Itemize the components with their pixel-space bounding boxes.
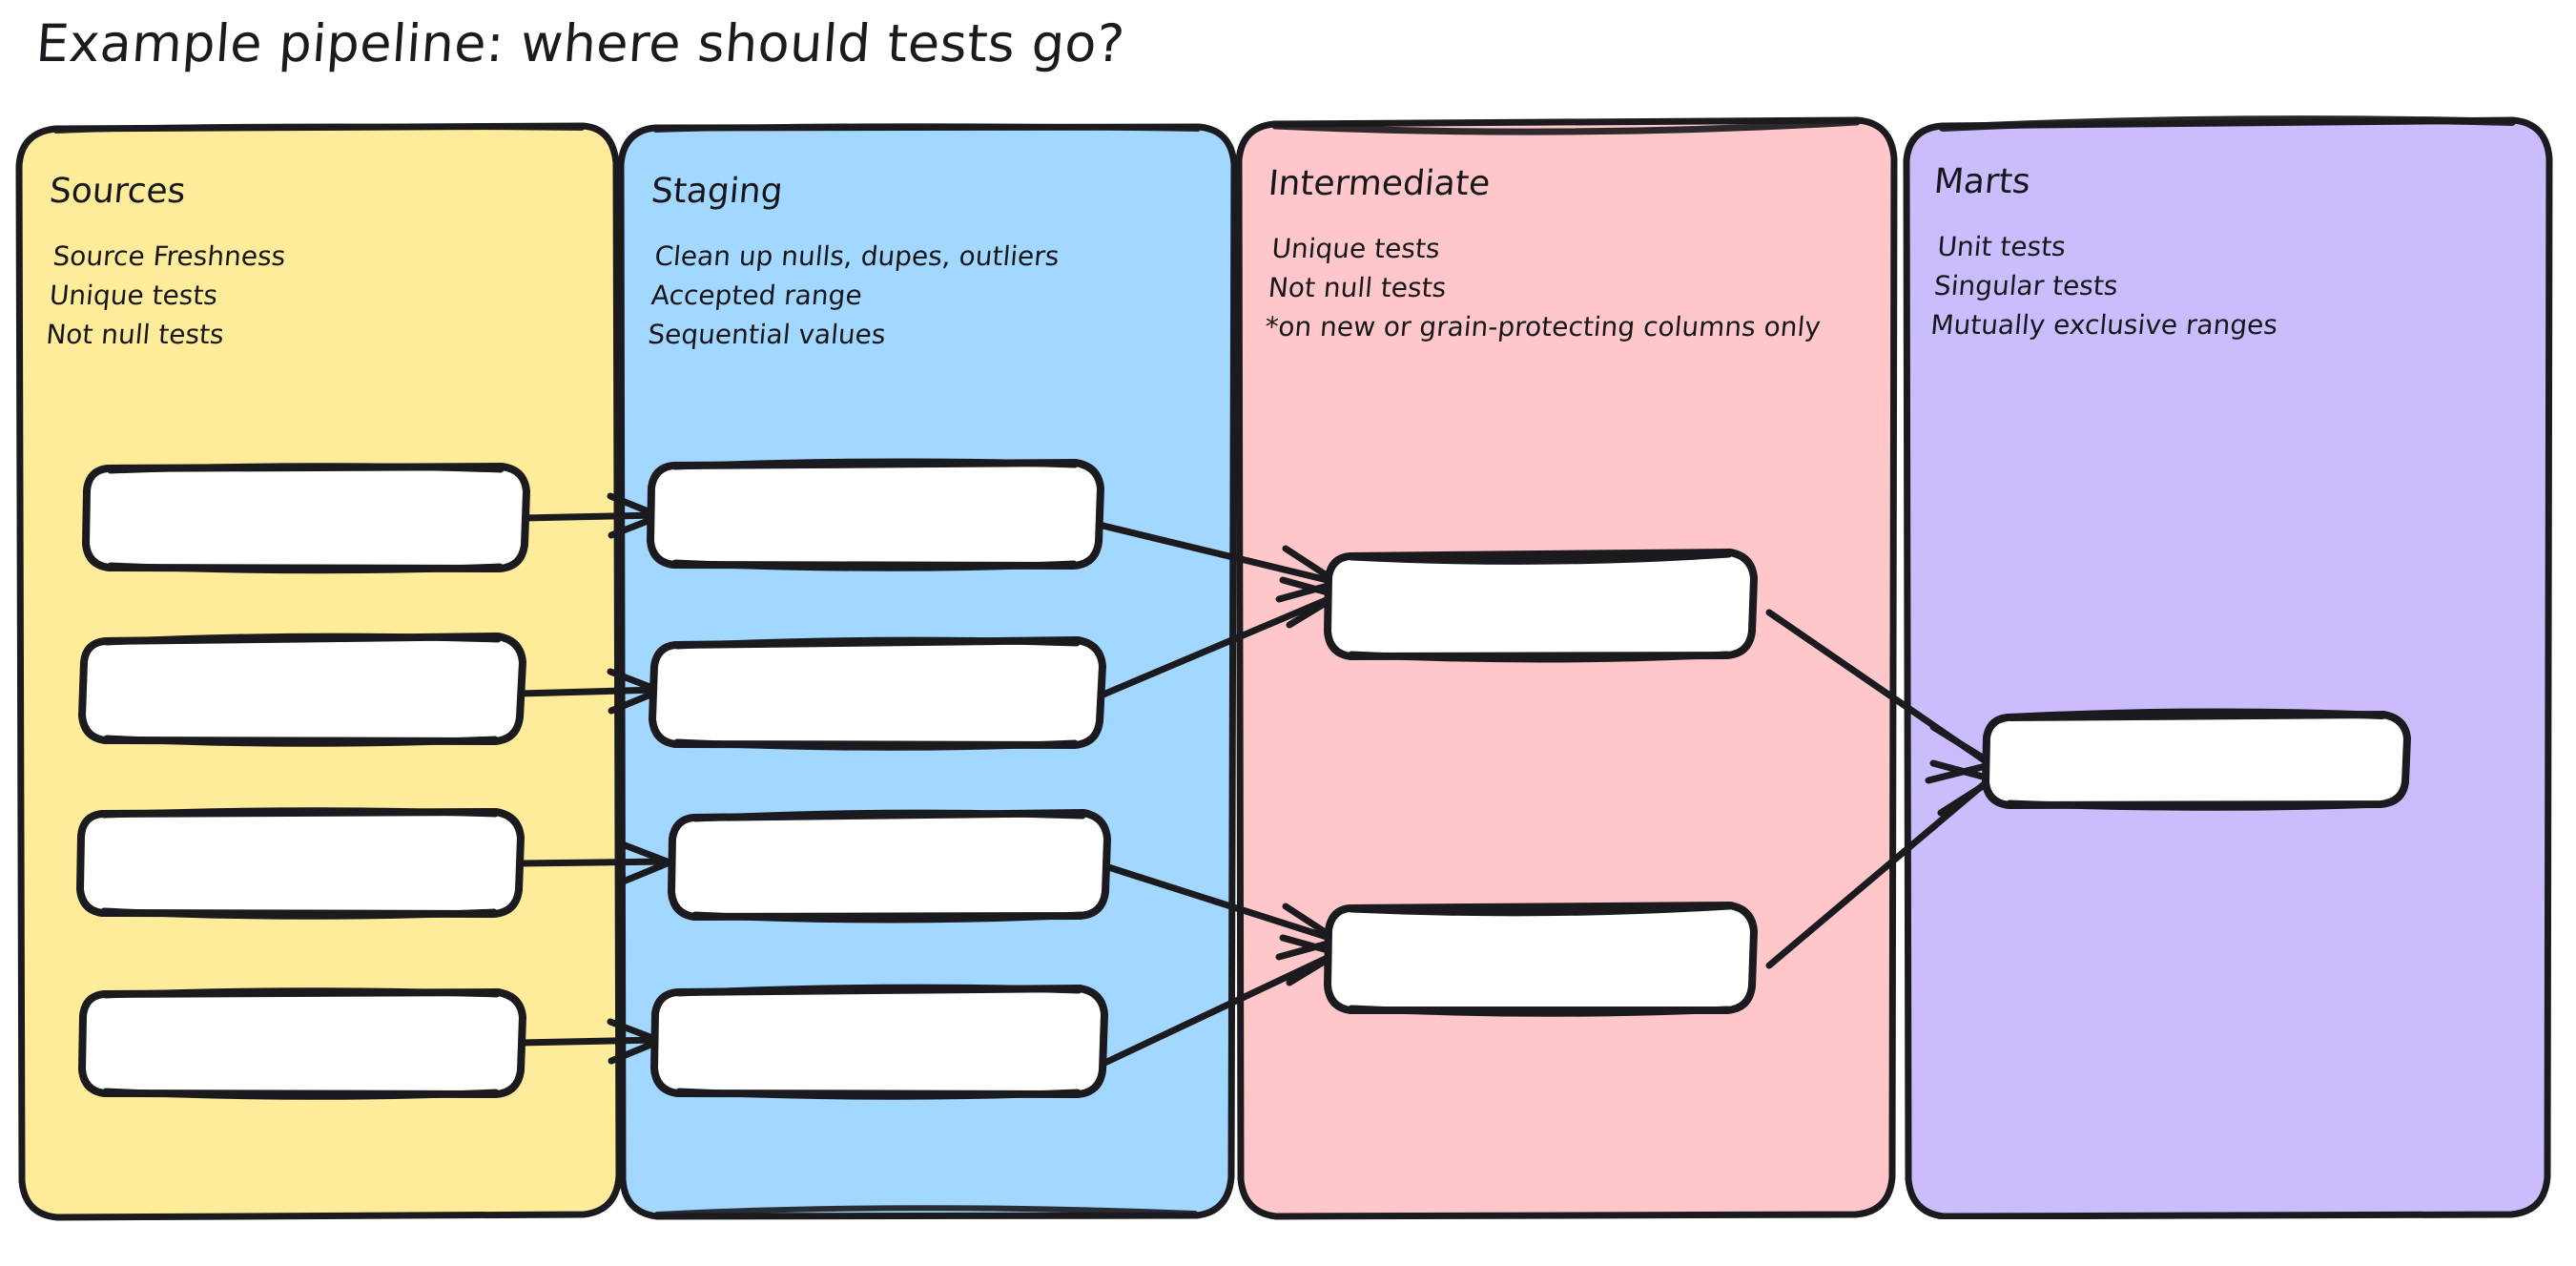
node-marts-0[interactable] [1982,706,2411,811]
node-intermediate-1-shape [1324,902,1758,1017]
node-sources-2[interactable] [76,806,525,920]
node-sources-0[interactable] [82,463,530,574]
lane-sources-title: Sources [48,172,188,211]
lane-marts-note-2: Mutually exclusive ranges [1928,309,2279,341]
lane-staging-note-2: Sequential values [646,319,888,350]
page-title: Example pipeline: where should tests go? [33,13,1127,73]
node-sources-0-shape [82,463,530,574]
lane-staging-note-1: Accepted range [649,280,864,311]
node-staging-2[interactable] [668,806,1111,924]
node-sources-2-shape [76,807,525,920]
node-staging-2-shape [668,809,1111,924]
node-sources-3[interactable] [78,987,526,1100]
lane-marts: Marts Unit tests Singular tests Mutually… [1898,113,2556,1219]
lane-marts-note-1: Singular tests [1932,270,2119,301]
lane-intermediate-notes: Unique tests Not null tests *on new or g… [1264,229,1829,346]
node-sources-1-shape [78,633,526,747]
lane-sources-note-1: Unique tests [48,280,219,311]
lane-intermediate-note-1: Not null tests [1267,272,1448,303]
lane-intermediate-note-0: Unique tests [1270,233,1442,264]
node-staging-3[interactable] [650,983,1108,1100]
lane-marts-notes: Unit tests Singular tests Mutually exclu… [1929,227,2286,344]
lane-staging-note-0: Clean up nulls, dupes, outliers [653,240,1061,272]
lane-marts-note-0: Unit tests [1936,231,2068,262]
node-staging-0-shape [647,458,1104,571]
node-staging-3-shape [650,984,1108,1100]
node-sources-3-shape [78,987,526,1100]
lane-marts-title: Marts [1932,162,2032,201]
node-intermediate-0-shape [1324,549,1758,663]
node-marts-0-shape [1982,708,2411,811]
node-intermediate-0[interactable] [1324,546,1758,663]
node-sources-1[interactable] [78,632,526,747]
node-staging-1-shape [649,636,1106,751]
lane-sources-note-2: Not null tests [44,319,226,350]
node-intermediate-1[interactable] [1324,899,1758,1017]
lane-intermediate-title: Intermediate [1267,164,1493,203]
lane-sources-note-0: Source Freshness [52,240,287,272]
lane-sources-notes: Source Freshness Unique tests Not null t… [45,237,288,354]
lane-staging-notes: Clean up nulls, dupes, outliers Accepted… [647,237,1061,354]
lane-intermediate: Intermediate Unique tests Not null tests… [1232,114,1900,1221]
lane-intermediate-note-2: *on new or grain-protecting columns only [1263,311,1823,342]
lane-staging-title: Staging [649,172,785,211]
node-staging-0[interactable] [647,458,1104,571]
lane-marts-background [1903,115,2553,1219]
node-staging-1[interactable] [649,634,1106,751]
